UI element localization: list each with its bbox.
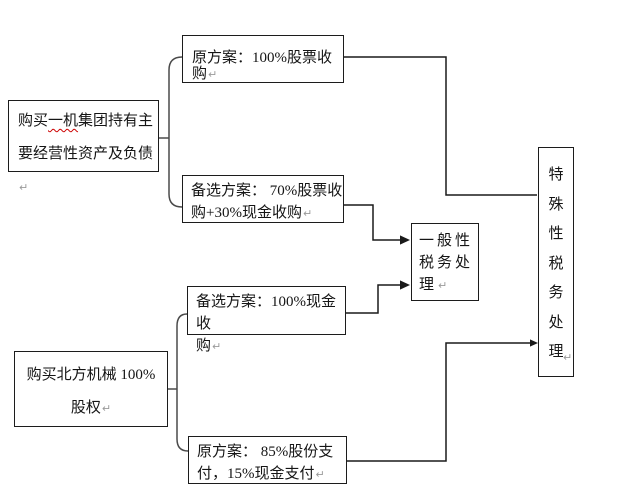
node-special-tax-treatment: 特殊性税务处理 ↵ bbox=[538, 147, 574, 377]
connector-altcash-to-general bbox=[346, 284, 401, 314]
text-segment: 购+30%现金收购 bbox=[191, 205, 302, 221]
connector-brace-bottom bbox=[176, 313, 189, 452]
node-alt7030-line1: 备选方案： 70%股票收 bbox=[191, 180, 343, 202]
paragraph-mark-icon: ↵ bbox=[212, 340, 222, 353]
connector-origstock-to-special bbox=[343, 56, 537, 196]
node-general-tax-treatment: 一般性税务处理↵ bbox=[411, 223, 479, 301]
text-segment: 备选方案： 70%股票收 bbox=[191, 183, 343, 199]
node-altcash-line2: 购↵ bbox=[196, 335, 345, 358]
text-segment: 购买北方机械 100% bbox=[26, 367, 156, 383]
text-segment: 购 bbox=[196, 338, 212, 354]
node-buy-yiji-assets: 购买一机集团持有主 要经营性资产及负债 ↵ bbox=[8, 100, 159, 194]
node-altcash-line1: 备选方案：100%现金收 bbox=[196, 291, 345, 335]
paragraph-mark-icon: ↵ bbox=[101, 402, 112, 415]
node-alt-plan-70-30: 备选方案： 70%股票收 购+30%现金收购↵ bbox=[182, 175, 344, 223]
paragraph-mark-icon: ↵ bbox=[302, 207, 313, 220]
connector-brace-top bbox=[168, 56, 183, 208]
text-segment: 要经营性资产及负债 bbox=[18, 146, 154, 162]
node-original-plan-stock: 原方案：100%股票收购↵ bbox=[182, 35, 344, 83]
node-buy-beifang-equity: 购买北方机械 100% 股权↵ bbox=[14, 351, 168, 427]
text-segment: 股权 bbox=[70, 400, 101, 416]
text-segment: 一般性税务处理 bbox=[419, 233, 474, 293]
paragraph-mark-icon: ↵ bbox=[315, 468, 325, 481]
connector-alt7030-to-general bbox=[344, 204, 401, 241]
node-orig8515-line1: 原方案： 85%股份支 bbox=[197, 441, 346, 463]
arrowhead-to-general-top bbox=[400, 235, 410, 245]
text-segment: 购买 bbox=[18, 113, 49, 129]
node-buy-yiji-line1: 购买一机集团持有主 bbox=[18, 105, 158, 138]
text-segment: 付，15%现金支付 bbox=[197, 466, 315, 482]
misspelled-text: 一机 bbox=[48, 113, 79, 129]
node-special-tax-text: 特殊性税务处理 bbox=[548, 167, 564, 360]
text-segment: 原方案：100%股票收购 bbox=[192, 50, 332, 82]
text-segment: 备选方案：100%现金收 bbox=[196, 294, 336, 332]
node-beifang-line1: 购买北方机械 100% bbox=[15, 359, 167, 392]
paragraph-mark-icon: ↵ bbox=[208, 68, 218, 81]
arrowhead-to-general-bottom bbox=[400, 280, 410, 290]
node-beifang-line2: 股权↵ bbox=[15, 392, 167, 425]
paragraph-mark-icon: ↵ bbox=[563, 351, 573, 364]
paragraph-mark-icon: ↵ bbox=[438, 279, 448, 292]
paragraph-mark-icon: ↵ bbox=[19, 181, 29, 194]
arrowhead-to-special bbox=[530, 339, 538, 347]
node-orig8515-line2: 付，15%现金支付↵ bbox=[197, 463, 346, 486]
node-general-tax-text: 一般性税务处理↵ bbox=[419, 230, 475, 297]
node-original-plan-85-15: 原方案： 85%股份支 付，15%现金支付↵ bbox=[188, 436, 347, 484]
node-alt-plan-cash: 备选方案：100%现金收 购↵ bbox=[187, 286, 346, 354]
connector-orig8515-to-special bbox=[347, 342, 531, 462]
text-segment: 原方案： 85%股份支 bbox=[197, 444, 334, 460]
node-buy-yiji-line2: 要经营性资产及负债 ↵ bbox=[18, 138, 158, 204]
node-alt7030-line2: 购+30%现金收购↵ bbox=[191, 202, 343, 225]
text-segment: 集团持有主 bbox=[78, 113, 154, 129]
